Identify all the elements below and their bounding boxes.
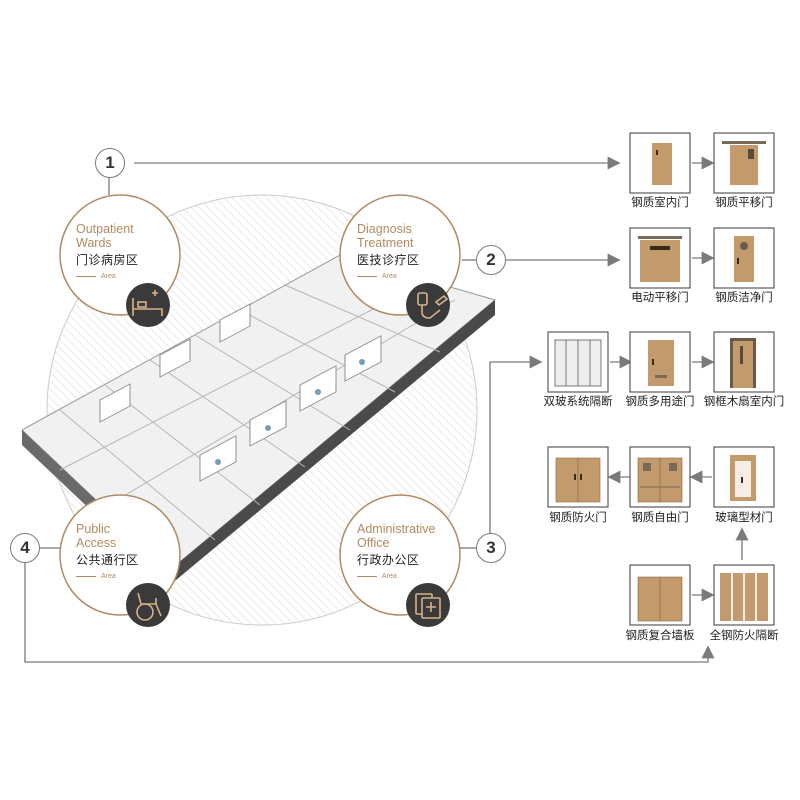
area-1-title-1: Outpatient xyxy=(76,222,134,236)
area-2-title-2: Treatment xyxy=(357,236,414,250)
door-label-all-steel-fire-partition: 全钢防火隔断 xyxy=(709,630,779,642)
area-4-title-2: Access xyxy=(76,536,117,550)
door-box-steel-multipurpose xyxy=(629,331,691,393)
door-label-steel-clean: 钢质洁净门 xyxy=(715,292,773,304)
door-box-steel-interior xyxy=(629,132,691,194)
iv-drip-icon xyxy=(406,283,450,327)
area-1-label: Outpatient Wards 门诊病房区 Area xyxy=(76,222,139,280)
connector-3 xyxy=(489,355,543,536)
area-4-label: Public Access 公共通行区 Area xyxy=(76,522,139,580)
area-2-label: Diagnosis Treatment 医技诊疗区 Area xyxy=(357,222,420,280)
area-1-title-cn: 门诊病房区 xyxy=(76,253,139,267)
area-2-title-cn: 医技诊疗区 xyxy=(357,253,420,267)
door-label-steel-interior: 钢质室内门 xyxy=(631,197,689,209)
door-box-steel-frame-wood xyxy=(713,331,775,393)
door-box-steel-sliding xyxy=(713,132,775,194)
door-box-glass-profile xyxy=(713,446,775,508)
area-2-title-1: Diagnosis xyxy=(357,222,412,236)
door-label-steel-composite-panel: 钢质复合墙板 xyxy=(625,630,695,642)
area-4-sub: Area xyxy=(76,573,139,580)
area-2-sub: Area xyxy=(357,273,420,280)
area-3-number: 3 xyxy=(476,533,506,563)
door-box-steel-composite-panel xyxy=(629,564,691,626)
area-3-title-cn: 行政办公区 xyxy=(357,553,420,567)
area-3-sub: Area xyxy=(357,573,436,580)
door-box-steel-clean xyxy=(713,227,775,289)
door-box-steel-swing xyxy=(629,446,691,508)
medical-documents-icon xyxy=(406,583,450,627)
door-box-steel-fire xyxy=(547,446,609,508)
area-3-label: Administrative Office 行政办公区 Area xyxy=(357,522,436,580)
hospital-bed-icon xyxy=(126,283,170,327)
area-3-title-2: Office xyxy=(357,536,390,550)
area-1-title-2: Wards xyxy=(76,236,112,250)
door-label-steel-frame-wood: 钢框木扇室内门 xyxy=(703,396,785,408)
door-box-double-glass-partition xyxy=(547,331,609,393)
door-label-steel-swing: 钢质自由门 xyxy=(631,512,689,524)
wheelchair-icon xyxy=(126,583,170,627)
area-4-title-1: Public xyxy=(76,522,111,536)
area-1-number: 1 xyxy=(95,148,125,178)
area-2-number: 2 xyxy=(476,245,506,275)
door-box-all-steel-fire-partition xyxy=(713,564,775,626)
door-label-glass-profile: 玻璃型材门 xyxy=(715,512,773,524)
door-box-electric-sliding xyxy=(629,227,691,289)
door-label-double-glass-partition: 双玻系统隔断 xyxy=(543,396,613,408)
area-4-title-cn: 公共通行区 xyxy=(76,553,139,567)
area-1-sub: Area xyxy=(76,273,139,280)
door-label-steel-sliding: 钢质平移门 xyxy=(715,197,773,209)
door-label-steel-multipurpose: 钢质多用途门 xyxy=(625,396,695,408)
door-label-steel-fire: 钢质防火门 xyxy=(549,512,607,524)
connector-4 xyxy=(24,563,715,663)
door-label-electric-sliding: 电动平移门 xyxy=(631,292,689,304)
area-3-title-1: Administrative xyxy=(357,522,436,536)
area-4-number: 4 xyxy=(10,533,40,563)
